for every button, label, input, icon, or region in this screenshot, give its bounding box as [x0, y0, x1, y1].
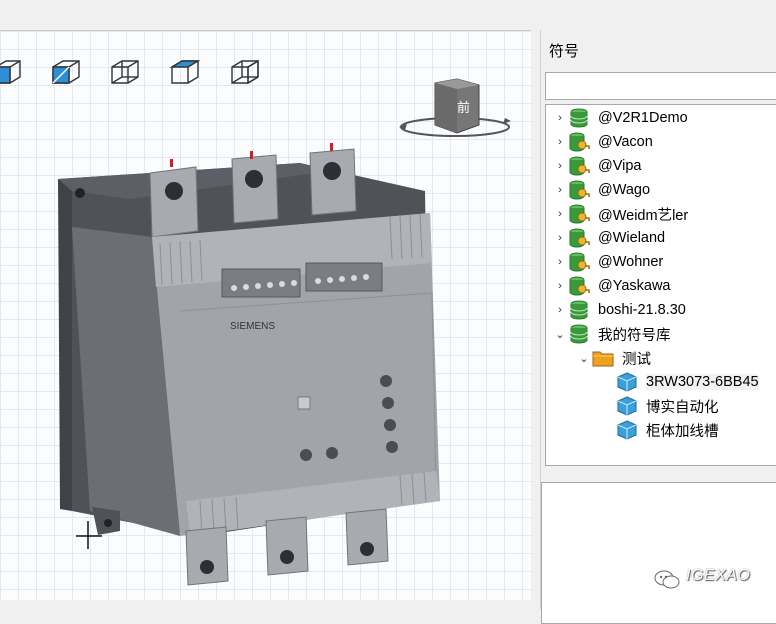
panel-title: 符号 [549, 43, 580, 60]
database-icon [568, 324, 590, 344]
tree-item[interactable]: ⌄ 测试 [576, 347, 651, 369]
database-key-icon [568, 180, 590, 200]
nav-cube-front-label: 前 [457, 100, 471, 115]
tree-item[interactable]: › @Vacon [552, 131, 653, 153]
tree-item[interactable]: 3RW3073-6BB45 [600, 371, 759, 393]
tree-item[interactable]: › @Yaskawa [552, 275, 670, 297]
tree-item-label: @Weidm艺ler [598, 207, 689, 224]
database-key-icon [568, 204, 590, 224]
tree-item-label: 我的符号库 [598, 327, 671, 344]
tree-item[interactable]: › @Wago [552, 179, 650, 201]
folder-icon [592, 348, 614, 368]
tree-item[interactable]: ⌄ 我的符号库 [552, 323, 671, 345]
expand-arrow-icon[interactable]: › [558, 136, 562, 148]
symbol-panel: 符号 › @V2R1Demo › @Vacon › @Vipa › @Wago … [540, 30, 776, 624]
tree-item-label: 测试 [622, 351, 651, 368]
tree-item-label: 3RW3073-6BB45 [646, 374, 759, 390]
expand-arrow-icon[interactable]: › [558, 232, 562, 244]
brand-label: SIEMENS [230, 321, 275, 332]
cube-icon [616, 420, 638, 440]
database-key-icon [568, 156, 590, 176]
tree-item[interactable]: › @Vipa [552, 155, 641, 177]
expand-arrow-icon[interactable]: › [558, 280, 562, 292]
database-key-icon [568, 276, 590, 296]
expand-arrow-icon[interactable]: › [558, 112, 562, 124]
view-front-iso-button[interactable] [49, 55, 83, 89]
view-wire-iso-button[interactable] [108, 55, 142, 89]
database-key-icon [568, 228, 590, 248]
tree-item-label: @Vipa [598, 158, 642, 174]
cube-icon [616, 372, 638, 392]
navigation-cube[interactable]: 前 [395, 77, 517, 147]
symbol-search-input[interactable] [545, 72, 776, 100]
database-icon [568, 108, 590, 128]
database-key-icon [568, 132, 590, 152]
collapse-arrow-icon[interactable]: ⌄ [555, 328, 565, 341]
expand-arrow-icon[interactable]: › [558, 208, 562, 220]
tree-item[interactable]: › boshi-21.8.30 [552, 299, 686, 321]
view-top-iso-button[interactable] [168, 55, 202, 89]
database-icon [568, 300, 590, 320]
watermark-text: IGEXAO [686, 567, 751, 584]
status-strip [0, 600, 540, 609]
preview-panel [541, 482, 776, 624]
database-key-icon [568, 252, 590, 272]
tree-item[interactable]: › @Weidm艺ler [552, 203, 688, 225]
expand-arrow-icon[interactable]: › [558, 184, 562, 196]
splitter-handle[interactable] [531, 30, 540, 609]
view-right-iso-button[interactable] [228, 55, 262, 89]
tree-item-label: 柜体加线槽 [646, 423, 719, 440]
watermark: IGEXAO [650, 565, 776, 605]
tree-item[interactable]: › @Wieland [552, 227, 665, 249]
tree-item[interactable]: 博实自动化 [600, 395, 719, 417]
tree-item[interactable]: › @Wohner [552, 251, 663, 273]
view-left-iso-button[interactable] [0, 55, 24, 89]
tree-item-label: boshi-21.8.30 [598, 302, 686, 318]
tree-item[interactable]: › @V2R1Demo [552, 107, 688, 129]
tree-item-label: @Wohner [598, 254, 664, 270]
tree-item-label: @Wago [598, 182, 651, 198]
tree-item-label: @Vacon [598, 134, 653, 150]
tree-item-label: @V2R1Demo [598, 110, 688, 126]
wechat-icon [654, 570, 680, 589]
symbol-library-tree[interactable]: › @V2R1Demo › @Vacon › @Vipa › @Wago › @… [545, 104, 776, 466]
expand-arrow-icon[interactable]: › [558, 304, 562, 316]
tree-item-label: @Wieland [598, 230, 666, 246]
tree-item[interactable]: 柜体加线槽 [600, 419, 719, 441]
cube-icon [616, 396, 638, 416]
tree-item-label: 博实自动化 [646, 399, 719, 416]
expand-arrow-icon[interactable]: › [558, 256, 562, 268]
3d-model-soft-starter[interactable]: SIEMENS [0, 31, 531, 601]
collapse-arrow-icon[interactable]: ⌄ [579, 352, 589, 365]
expand-arrow-icon[interactable]: › [558, 160, 562, 172]
tree-item-label: @Yaskawa [598, 278, 671, 294]
3d-viewport[interactable]: 前 [0, 30, 532, 601]
